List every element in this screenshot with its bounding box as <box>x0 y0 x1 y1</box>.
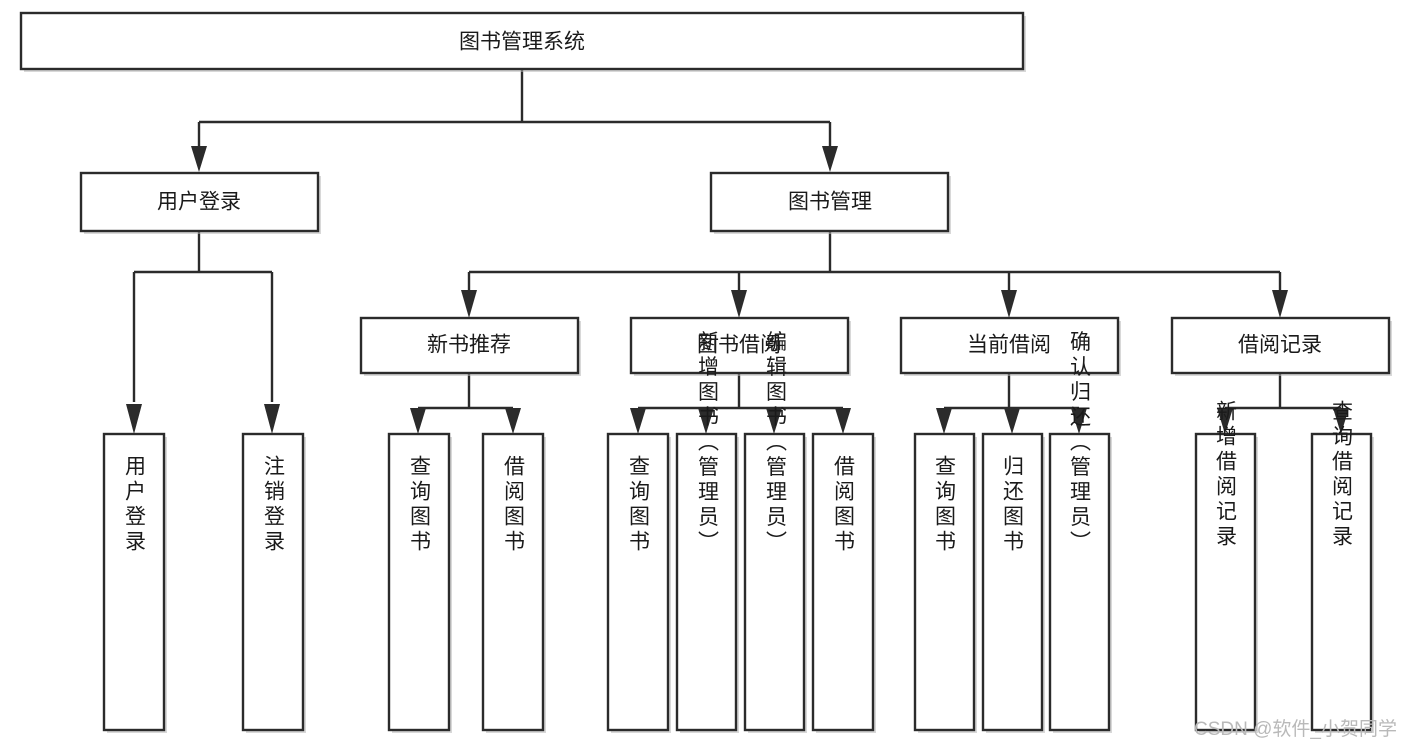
arrow-to-book-manage <box>822 146 838 172</box>
node-current-borrow[interactable]: 当前借阅 <box>899 316 1121 376</box>
node-book-manage-label: 图书管理 <box>788 191 872 214</box>
arrow-to-leaf-edit-book <box>766 408 782 434</box>
node-borrow-record[interactable]: 借阅记录 <box>1170 316 1392 376</box>
node-leaf-borrow-book-2[interactable]: 借阅图书 <box>811 432 876 733</box>
node-leaf-borrow-book-1-box[interactable] <box>481 432 545 732</box>
node-user-login-box[interactable] <box>79 171 320 233</box>
node-leaf-edit-book-label: 编辑图书（管理员） <box>764 331 788 556</box>
node-current-borrow-box[interactable] <box>899 316 1120 375</box>
node-leaf-query-record-box[interactable] <box>1310 432 1373 732</box>
node-leaf-query-book-3-label: 查询图书 <box>933 455 957 555</box>
node-root[interactable]: 图书管理系统 <box>19 11 1026 72</box>
node-leaf-borrow-book-1-label: 借阅图书 <box>502 455 526 555</box>
node-leaf-logout-login[interactable]: 注销登录 <box>241 432 306 733</box>
node-leaf-edit-book[interactable]: 编辑图书（管理员） <box>743 331 807 734</box>
node-new-book-recommend-box[interactable] <box>359 316 580 375</box>
arrow-to-leaf-query-record <box>1333 408 1349 434</box>
arrow-to-leaf-query-book-3 <box>936 408 952 434</box>
arrow-to-leaf-add-book <box>698 408 714 434</box>
node-leaf-query-book-3[interactable]: 查询图书 <box>913 432 977 733</box>
node-root-box[interactable] <box>19 11 1025 71</box>
node-user-login-label: 用户登录 <box>157 191 241 214</box>
node-leaf-user-login[interactable]: 用户登录 <box>102 432 167 733</box>
node-leaf-add-book[interactable]: 新增图书（管理员） <box>675 331 739 734</box>
node-leaf-query-record-label: 查询借阅记录 <box>1330 400 1354 550</box>
node-leaf-query-book-1-label: 查询图书 <box>408 455 432 555</box>
node-root-label: 图书管理系统 <box>459 31 585 54</box>
node-new-book-recommend-label: 新书推荐 <box>427 334 511 357</box>
arrow-to-leaf-borrow-book-1 <box>505 408 521 434</box>
node-leaf-query-book-2-label: 查询图书 <box>627 455 651 555</box>
node-leaf-borrow-book-1[interactable]: 借阅图书 <box>481 432 546 733</box>
node-leaf-add-book-box[interactable] <box>675 432 738 732</box>
node-leaf-borrow-book-2-label: 借阅图书 <box>832 455 856 555</box>
node-leaf-add-record[interactable]: 新增借阅记录 <box>1194 400 1258 733</box>
node-leaf-borrow-book-2-box[interactable] <box>811 432 875 732</box>
arrow-to-leaf-user-login <box>126 404 142 434</box>
node-leaf-confirm-return-box[interactable] <box>1048 432 1111 732</box>
node-book-manage[interactable]: 图书管理 <box>709 171 951 234</box>
node-book-borrow[interactable]: 图书借阅 <box>629 316 851 376</box>
node-layer: 图书管理系统 用户登录 图书管理 新书推荐 <box>19 11 1392 734</box>
arrow-to-current-borrow <box>1001 290 1017 318</box>
node-leaf-query-book-2[interactable]: 查询图书 <box>606 432 671 733</box>
node-current-borrow-label: 当前借阅 <box>967 334 1051 357</box>
node-leaf-query-book-2-box[interactable] <box>606 432 670 732</box>
node-leaf-query-book-1-box[interactable] <box>387 432 451 732</box>
node-borrow-record-box[interactable] <box>1170 316 1391 375</box>
node-new-book-recommend[interactable]: 新书推荐 <box>359 316 581 376</box>
node-leaf-add-book-label: 新增图书（管理员） <box>696 331 720 556</box>
node-user-login[interactable]: 用户登录 <box>79 171 321 234</box>
node-leaf-query-book-1[interactable]: 查询图书 <box>387 432 452 733</box>
arrow-to-leaf-borrow-book-2 <box>835 408 851 434</box>
node-leaf-add-record-box[interactable] <box>1194 432 1257 732</box>
node-leaf-return-book-label: 归还图书 <box>1001 455 1025 555</box>
node-leaf-logout-login-box[interactable] <box>241 432 305 732</box>
arrow-to-borrow-record <box>1272 290 1288 318</box>
node-borrow-record-label: 借阅记录 <box>1238 334 1322 357</box>
arrow-to-user-login <box>191 146 207 172</box>
arrow-to-leaf-confirm-return <box>1071 408 1087 434</box>
node-book-manage-box[interactable] <box>709 171 950 233</box>
node-leaf-query-record[interactable]: 查询借阅记录 <box>1310 400 1374 733</box>
node-leaf-confirm-return[interactable]: 确认归还（管理员） <box>1048 331 1112 734</box>
arrow-to-leaf-logout-login <box>264 404 280 434</box>
node-leaf-return-book[interactable]: 归还图书 <box>981 432 1045 733</box>
arrow-to-leaf-return-book <box>1004 408 1020 434</box>
arrow-to-leaf-query-book-1 <box>410 408 426 434</box>
arrow-to-new-book-recommend <box>461 290 477 318</box>
node-book-borrow-box[interactable] <box>629 316 850 375</box>
node-leaf-confirm-return-label: 确认归还（管理员） <box>1068 331 1092 556</box>
arrow-to-leaf-query-book-2 <box>630 408 646 434</box>
node-leaf-add-record-label: 新增借阅记录 <box>1214 400 1238 550</box>
node-leaf-user-login-label: 用户登录 <box>123 455 147 555</box>
connector-layer <box>126 68 1349 434</box>
node-leaf-edit-book-box[interactable] <box>743 432 806 732</box>
node-leaf-query-book-3-box[interactable] <box>913 432 976 732</box>
csdn-watermark: CSDN @软件_小贺同学 <box>1194 719 1397 740</box>
arrow-to-leaf-add-record <box>1217 408 1233 434</box>
node-book-borrow-label: 图书借阅 <box>697 334 781 357</box>
node-leaf-logout-login-label: 注销登录 <box>262 455 286 555</box>
arrow-to-book-borrow <box>731 290 747 318</box>
node-leaf-return-book-box[interactable] <box>981 432 1044 732</box>
node-leaf-user-login-box[interactable] <box>102 432 166 732</box>
